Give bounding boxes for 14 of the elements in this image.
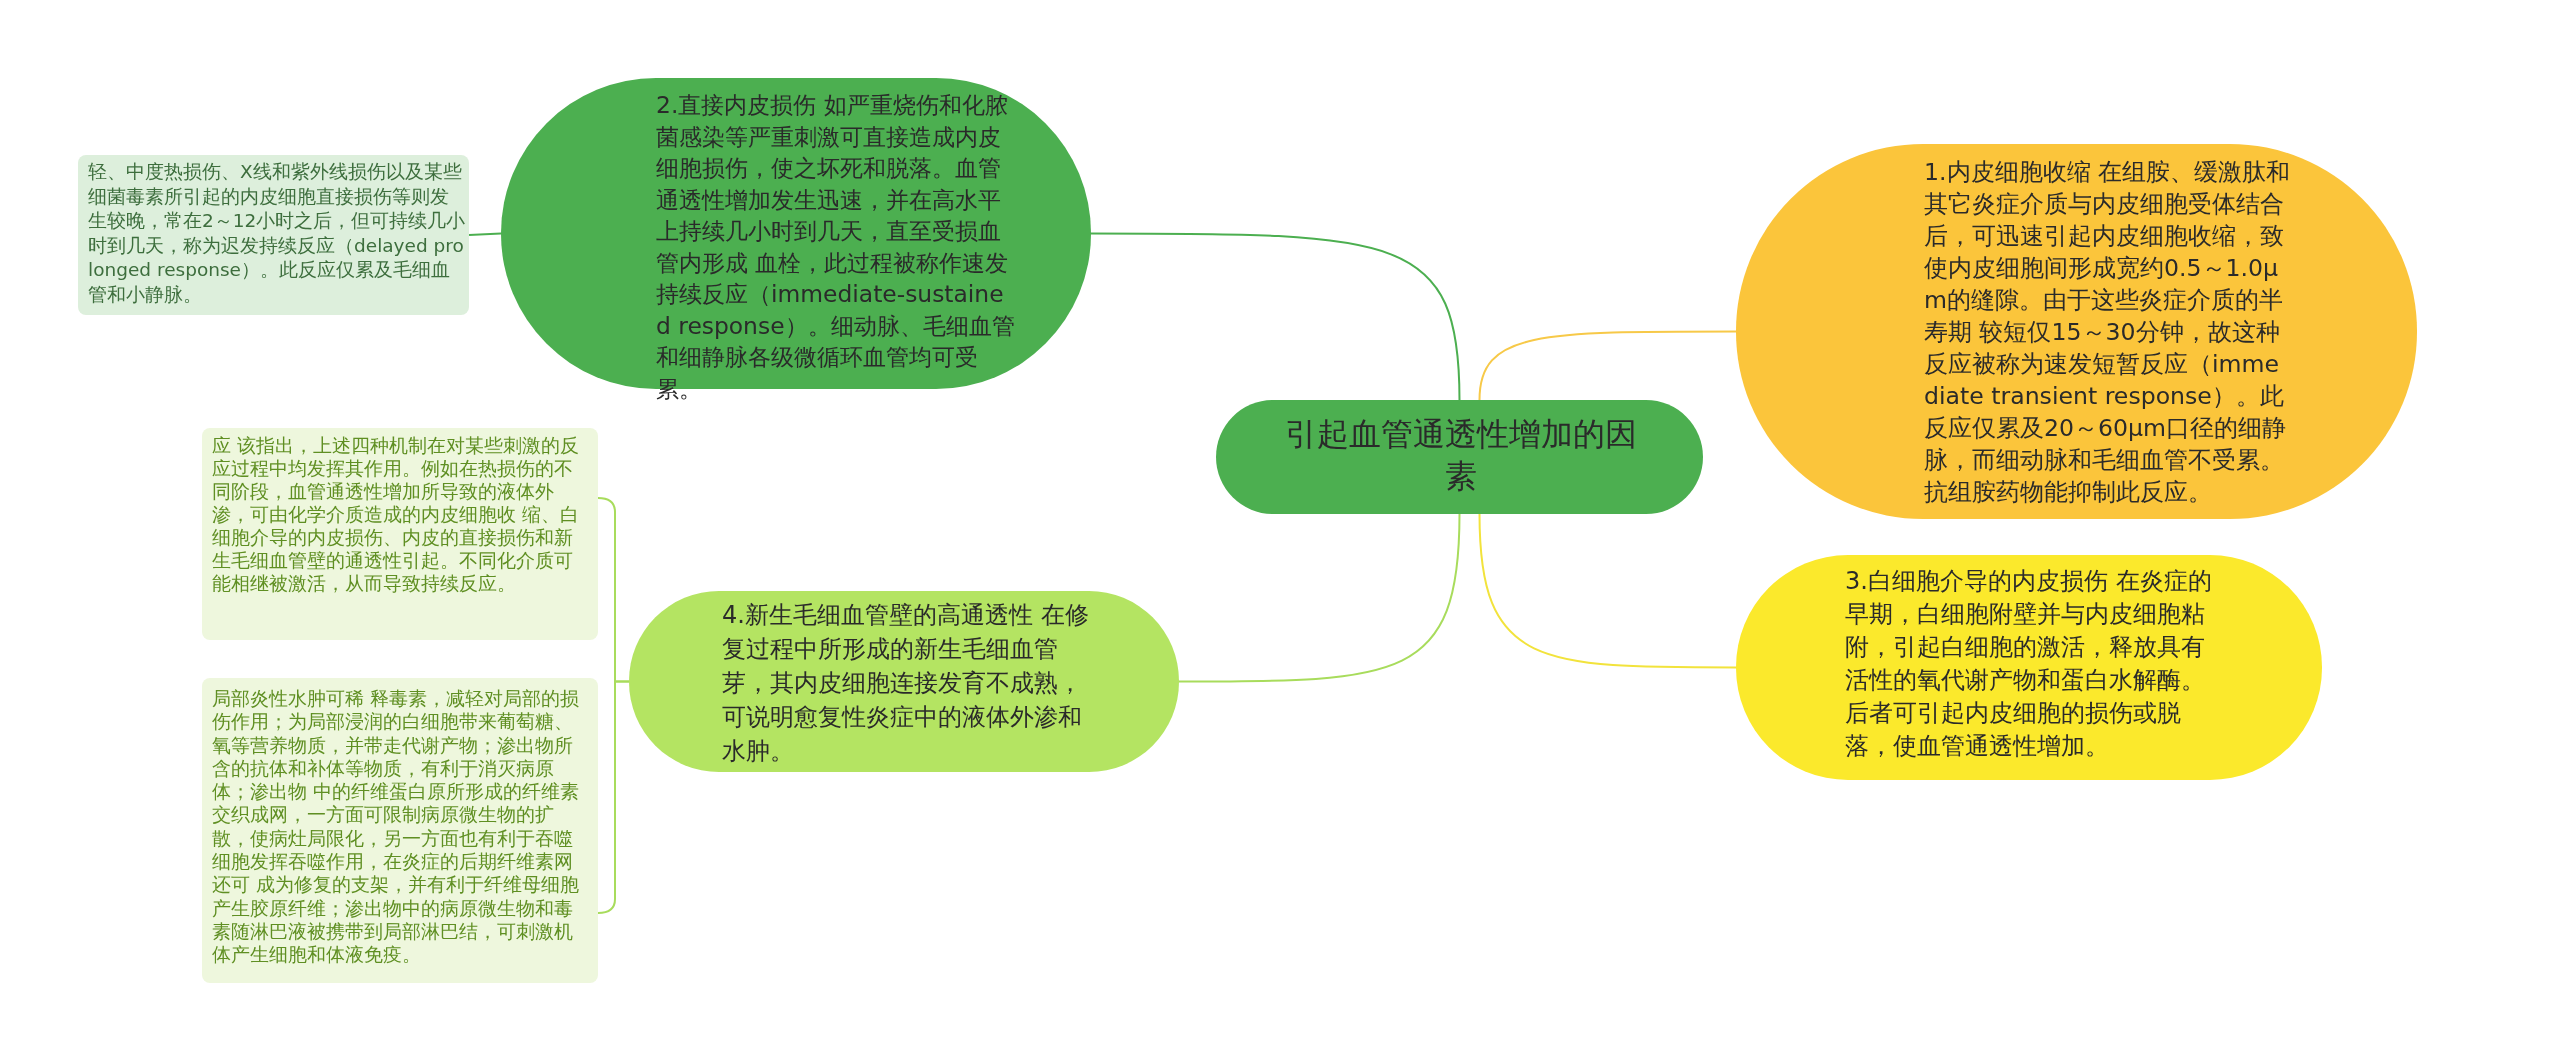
- branch-text: 4.新生毛细血管壁的高通透性 在修复过程中所形成的新生毛细血管芽，其内皮细胞连接发育不成熟，可说明愈复性炎症中的液体外渗和水肿。: [722, 600, 1090, 767]
- note-text: 轻、中度热损伤、X线和紫外线损伤以及某些细菌毒素所引起的内皮细胞直接损伤等则发生较晚，常在2～12小时之后，但可持续几小时到几天，称为迟发持续反应（delayed prolonged response）。此反应仅累及毛细血管和小静脉。: [88, 160, 466, 307]
- topic-text: 引起血管通透性增加的因素: [1284, 414, 1638, 497]
- branch-text: 1.内皮细胞收缩 在组胺、缓激肽和其它炎症介质与内皮细胞受体结合后，可迅速引起内皮细胞收缩，致使内皮细胞间形成宽约0.5～1.0μm的缝隙。由于这些炎症介质的半寿期 较短仅15～30分钟，故这种反应被称为速发短暂反应（immediate transient response）。此反应仅累及20～60μm口径的细静脉，而细动脉和毛细血管不受累。抗组胺药物能抑制此反应。: [1924, 157, 2290, 508]
- connector-line: [597, 680, 630, 914]
- note-text: 局部炎性水肿可稀 释毒素，减轻对局部的损伤作用；为局部浸润的白细胞带来葡萄糖、氧等营养物质，并带走代谢产物；渗出物所含的抗体和补体等物质，有利于消灭病原体；渗出物 中的纤维蛋白原所形成的纤维素交织成网，一方面可限制病原微生物的扩散，使病灶局限化，另一方面也有利于吞噬细胞发挥吞噬作用，在炎症的后期纤维素网还可 成为修复的支架，并有利于纤维母细胞产生胶原纤维；渗出物中的病原微生物和毒素随淋巴液被携带到局部淋巴结，可刺激机体产生细胞和体液免疫。: [212, 687, 580, 967]
- connector-line: [1478, 330, 1737, 401]
- connector-line: [1178, 513, 1461, 683]
- branch-text: 3.白细胞介导的内皮损伤 在炎症的早期，白细胞附壁并与内皮细胞粘附，引起白细胞的激活，释放具有活性的氧代谢产物和蛋白水解酶。后者可引起内皮细胞的损伤或脱落，使血管通透性增加。: [1845, 566, 2213, 762]
- note-card: [202, 428, 598, 640]
- note-text: 应 该指出，上述四种机制在对某些刺激的反应过程中均发挥其作用。例如在热损伤的不同阶段，血管通透性增加所导致的液体外渗，可由化学介质造成的内皮细胞收 缩、白细胞介导的内皮损伤、内皮的直接损伤和新生毛细血管壁的通透性引起。不同化介质可能相继被激活，从而导致持续反应。: [212, 434, 580, 595]
- connector-line: [1090, 232, 1461, 401]
- connector-line: [1478, 513, 1737, 669]
- branch-text: 2.直接内皮损伤 如严重烧伤和化脓菌感染等严重刺激可直接造成内皮细胞损伤，使之坏死和脱落。血管通透性增加发生迅速，并在高水平上持续几小时到几天，直至受损血管内形成 血栓，此过程被称作速发持续反应（immediate-sustained response）。细动脉、毛细血管和细静脉各级微循环血管均可受累。: [656, 90, 1016, 405]
